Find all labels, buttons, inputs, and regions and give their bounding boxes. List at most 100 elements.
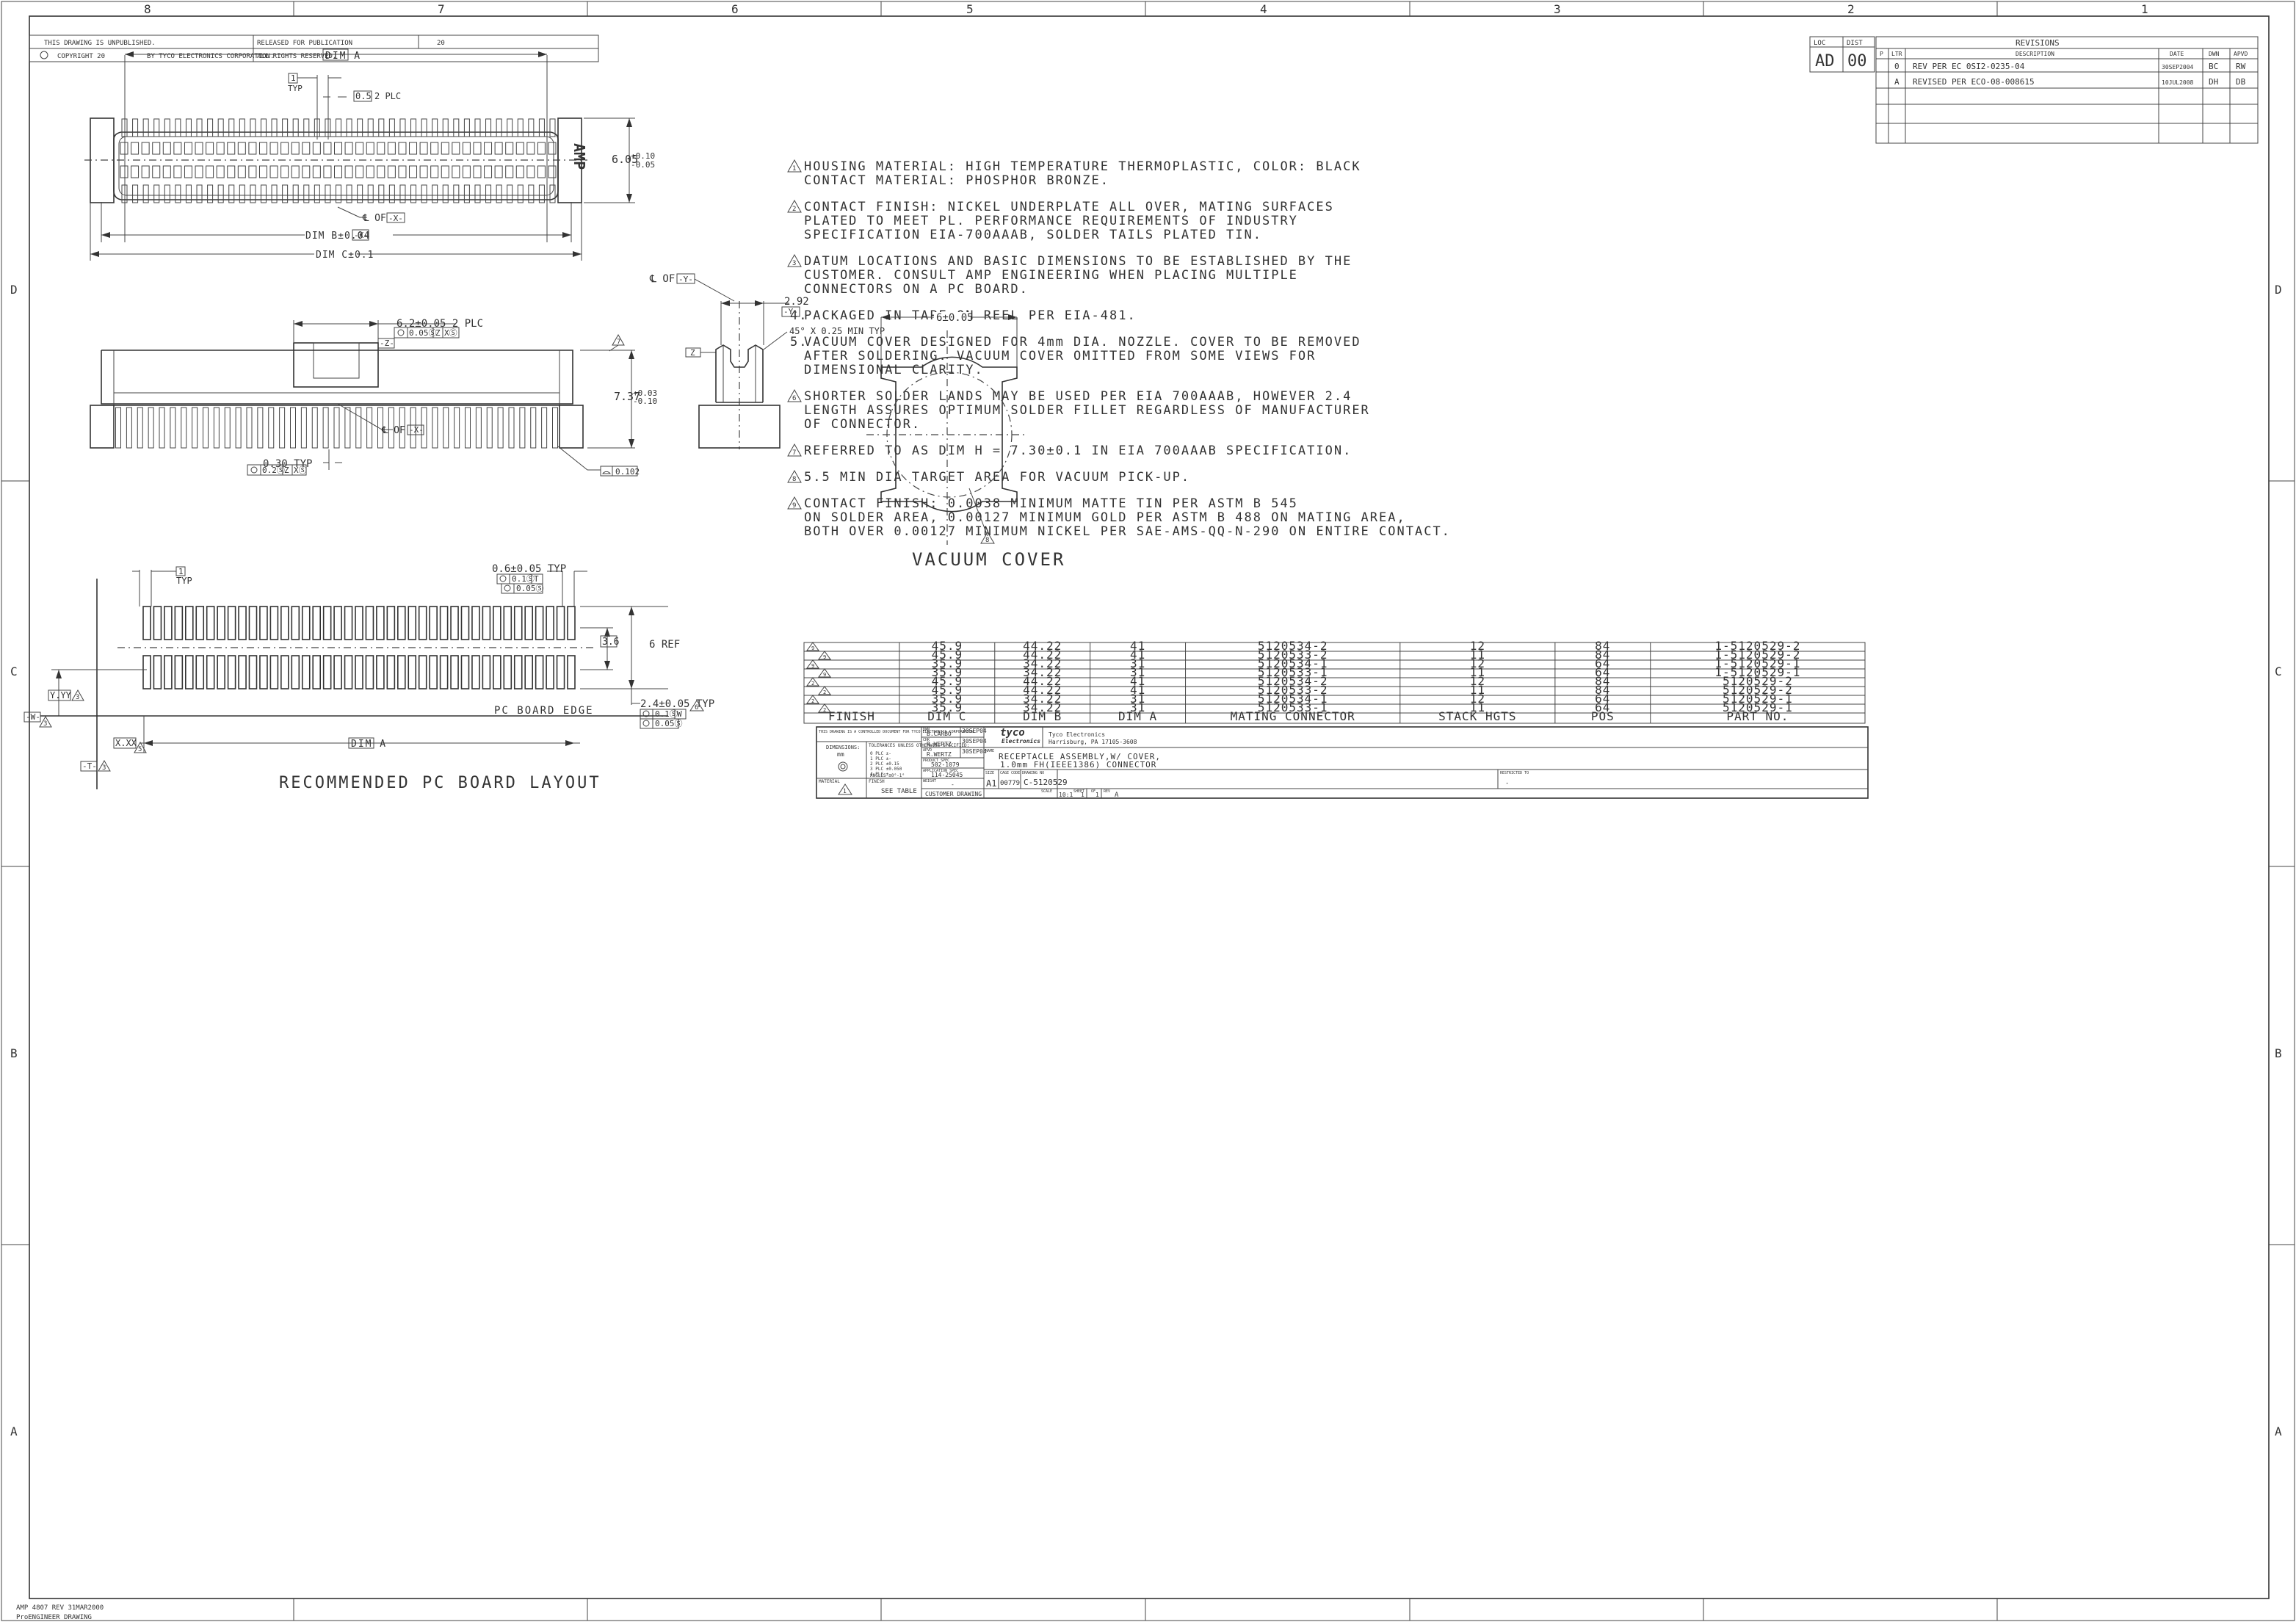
contact-slot-upper — [355, 142, 364, 155]
pcb-pad-upper — [269, 606, 279, 640]
side-fcf-ref1: Z — [435, 328, 441, 338]
pcb-xx: X.XX — [115, 738, 137, 748]
note-line: CONNECTORS ON A PC BOARD. — [804, 282, 1029, 297]
contact-slot-lower — [355, 165, 364, 178]
note-line: DATUM LOCATIONS AND BASIC DIMENSIONS TO … — [804, 254, 1352, 269]
contact-pin-upper — [421, 118, 427, 137]
contact-pin-upper — [528, 118, 535, 137]
table-cell-a: 41 — [1130, 683, 1145, 697]
tb-cage: 00779 — [1000, 780, 1020, 787]
table-header: DIM B — [1023, 709, 1062, 723]
contact-tail — [115, 407, 121, 449]
table-cell-a: 41 — [1130, 674, 1145, 688]
pcb-pad-upper — [493, 606, 501, 640]
top-pins-lower — [121, 184, 556, 203]
pcb-pad-lower — [471, 655, 480, 689]
contact-slot-upper — [269, 142, 278, 155]
contact-slot-upper — [120, 142, 128, 155]
note-line: PLATED TO MEET PL. PERFORMANCE REQUIREME… — [804, 214, 1298, 228]
pcb-w-note: 3 — [43, 720, 47, 728]
note-line: CONTACT FINISH: NICKEL UNDERPLATE ALL OV… — [804, 200, 1334, 214]
contact-pin-lower — [207, 184, 214, 203]
contact-pin-upper — [357, 118, 363, 137]
contact-slot-upper — [526, 142, 535, 155]
pcb-pad-lower — [164, 655, 173, 689]
contact-slot-upper — [409, 142, 418, 155]
contact-slot-lower — [334, 165, 342, 178]
contact-tail — [355, 407, 362, 449]
tb-size-label: SIZE — [985, 771, 994, 775]
pcb-fcf2-tol: 0.05Ⓢ — [516, 584, 544, 593]
note-line: AFTER SOLDERING. VACUUM COVER OMITTED FR… — [804, 349, 1316, 363]
end-chamfer: 45° X 0.25 MIN TYP — [789, 326, 885, 336]
contact-slot-lower — [387, 165, 396, 178]
tb-tol-1: 1 PLC ±- — [870, 756, 891, 761]
tb-name-1: RECEPTACLE ASSEMBLY,W/ COVER, — [999, 752, 1161, 761]
tb-product-spec-label: PRODUCT SPEC — [923, 758, 949, 763]
release-code: 20 — [437, 40, 445, 47]
contact-slot-upper — [344, 142, 353, 155]
tb-tol-0: 0 PLC ±- — [870, 751, 891, 756]
pcb-pad-upper — [450, 606, 459, 640]
contact-pin-upper — [388, 118, 395, 137]
top-height-tol-minus: -0.05 — [631, 160, 655, 170]
pcb-pad-lower — [524, 655, 534, 689]
note-flag-number: 3 — [792, 260, 796, 267]
table-cell-b: 44.22 — [1023, 648, 1062, 662]
table-cell-pos: 84 — [1595, 674, 1610, 688]
contact-pin-upper — [346, 118, 352, 137]
tb-dwn-label: DWN — [923, 728, 930, 732]
pcb-pad-lower — [396, 655, 406, 689]
side-contact-tails — [115, 407, 558, 449]
note-flag-number: 8 — [792, 476, 796, 483]
top-height: 6.05 — [612, 153, 638, 166]
end-width-datum: -Y- — [783, 307, 798, 316]
contact-tail — [333, 407, 340, 449]
table-cell-pos: 64 — [1595, 665, 1610, 679]
table-cell-stack: 12 — [1470, 692, 1485, 706]
contact-slot-lower — [473, 165, 482, 178]
contact-slot-upper — [291, 142, 300, 155]
contact-tail — [475, 407, 482, 449]
contact-slot-lower — [162, 165, 171, 178]
table-finish-flag: 2 — [811, 681, 814, 687]
note-line: SPECIFICATION EIA-700AAAB, SOLDER TAILS … — [804, 228, 1262, 242]
tb-customer: CUSTOMER DRAWING — [925, 791, 982, 797]
contact-pin-upper — [485, 118, 492, 137]
contact-slot-lower — [484, 165, 493, 178]
contact-pin-lower — [260, 184, 267, 203]
contact-pin-lower — [528, 184, 535, 203]
note-flag-triangle — [787, 469, 802, 483]
side-fcf-tol: 0.05Ⓢ — [409, 328, 437, 338]
contact-pin-upper — [325, 118, 331, 137]
contact-slot-upper — [162, 142, 171, 155]
tb-chk-label: CHK — [923, 738, 930, 742]
pcb-pad-lower — [513, 655, 523, 689]
contact-pin-lower — [132, 184, 139, 203]
pcb-pad-length: 2.4±0.05 TYP — [640, 698, 714, 710]
table-header: POS — [1591, 709, 1615, 723]
contact-pin-upper — [217, 118, 224, 137]
tb-cage-label: CAGE CODE — [1000, 771, 1020, 775]
contact-pin-lower — [346, 184, 352, 203]
pcb-pad-lower — [195, 655, 205, 689]
pcb-pad-upper — [344, 606, 353, 640]
contact-slot-upper — [505, 142, 514, 155]
contact-slot-lower — [515, 165, 524, 178]
contact-slot-upper — [441, 142, 449, 155]
contact-slot-lower — [419, 165, 428, 178]
table-cell-pos: 84 — [1595, 648, 1610, 662]
contact-slot-lower — [441, 165, 449, 178]
table-cell-mate: 5120534-2 — [1258, 639, 1328, 653]
title-block: THIS DRAWING IS A CONTROLLED DOCUMENT FO… — [816, 726, 1869, 799]
top-plc-label: 2 PLC — [374, 91, 401, 101]
vacuum-cover-view: 6±0.05 8 VACUUM COVER — [866, 312, 1063, 570]
contact-slot-upper — [141, 142, 150, 155]
rev-header-ltr: LTR — [1891, 51, 1902, 57]
table-cell-stack: 11 — [1470, 683, 1485, 697]
pcb-pad-upper — [396, 606, 406, 640]
tb-apvd-label: APVD — [923, 748, 932, 753]
contact-pin-lower — [175, 184, 181, 203]
